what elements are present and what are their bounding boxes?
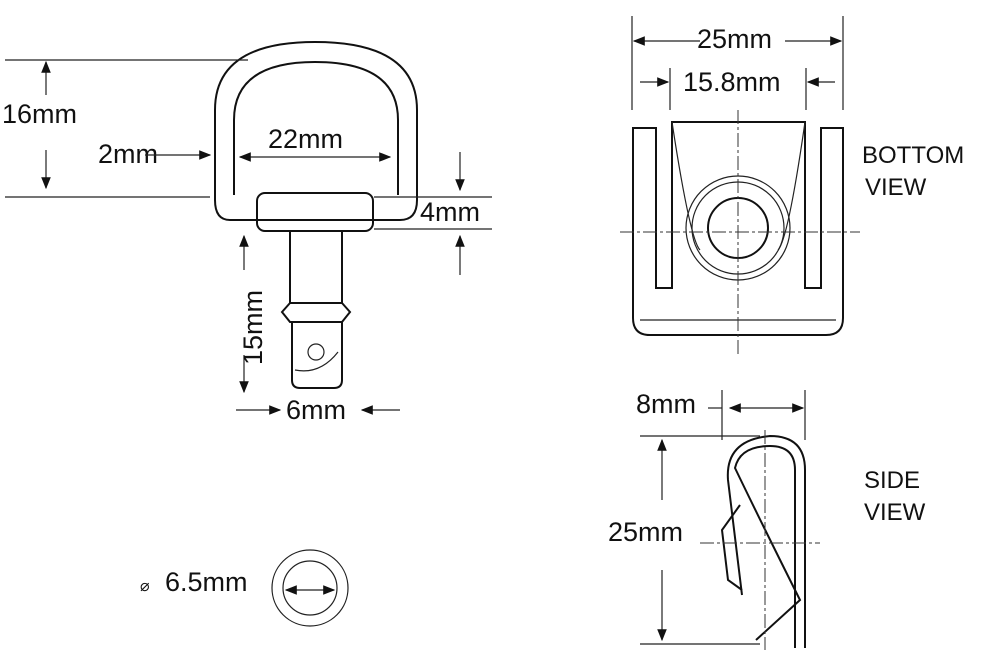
side-view [640,390,820,650]
bottom-view [620,16,860,355]
collar-4mm-label: 4mm [420,197,480,227]
width-22mm-label: 22mm [268,124,343,154]
hole-diameter-label: 6.5mm [165,567,248,597]
diameter-symbol: ⌀ [140,578,150,595]
height-16mm-label: 16mm [2,99,77,129]
side-height-25mm-label: 25mm [608,517,683,547]
d-ring-front-view [214,40,418,389]
stud-length-15mm-label: 15mm [238,290,268,365]
mounting-hole-outer [271,549,349,627]
mounting-hole-inner [282,560,338,616]
inner-width-15-8mm-label: 15.8mm [683,67,781,97]
stud-width-6mm-label: 6mm [286,395,346,425]
outer-width-25mm-label: 25mm [697,24,772,54]
depth-8mm-label: 8mm [636,389,696,419]
bottom-view-title-line1: BOTTOM [862,142,964,169]
side-view-title-line2: VIEW [864,499,926,526]
bottom-view-title-line2: VIEW [865,174,927,201]
wire-2mm-label: 2mm [98,139,158,169]
side-view-title-line1: SIDE [864,467,920,494]
